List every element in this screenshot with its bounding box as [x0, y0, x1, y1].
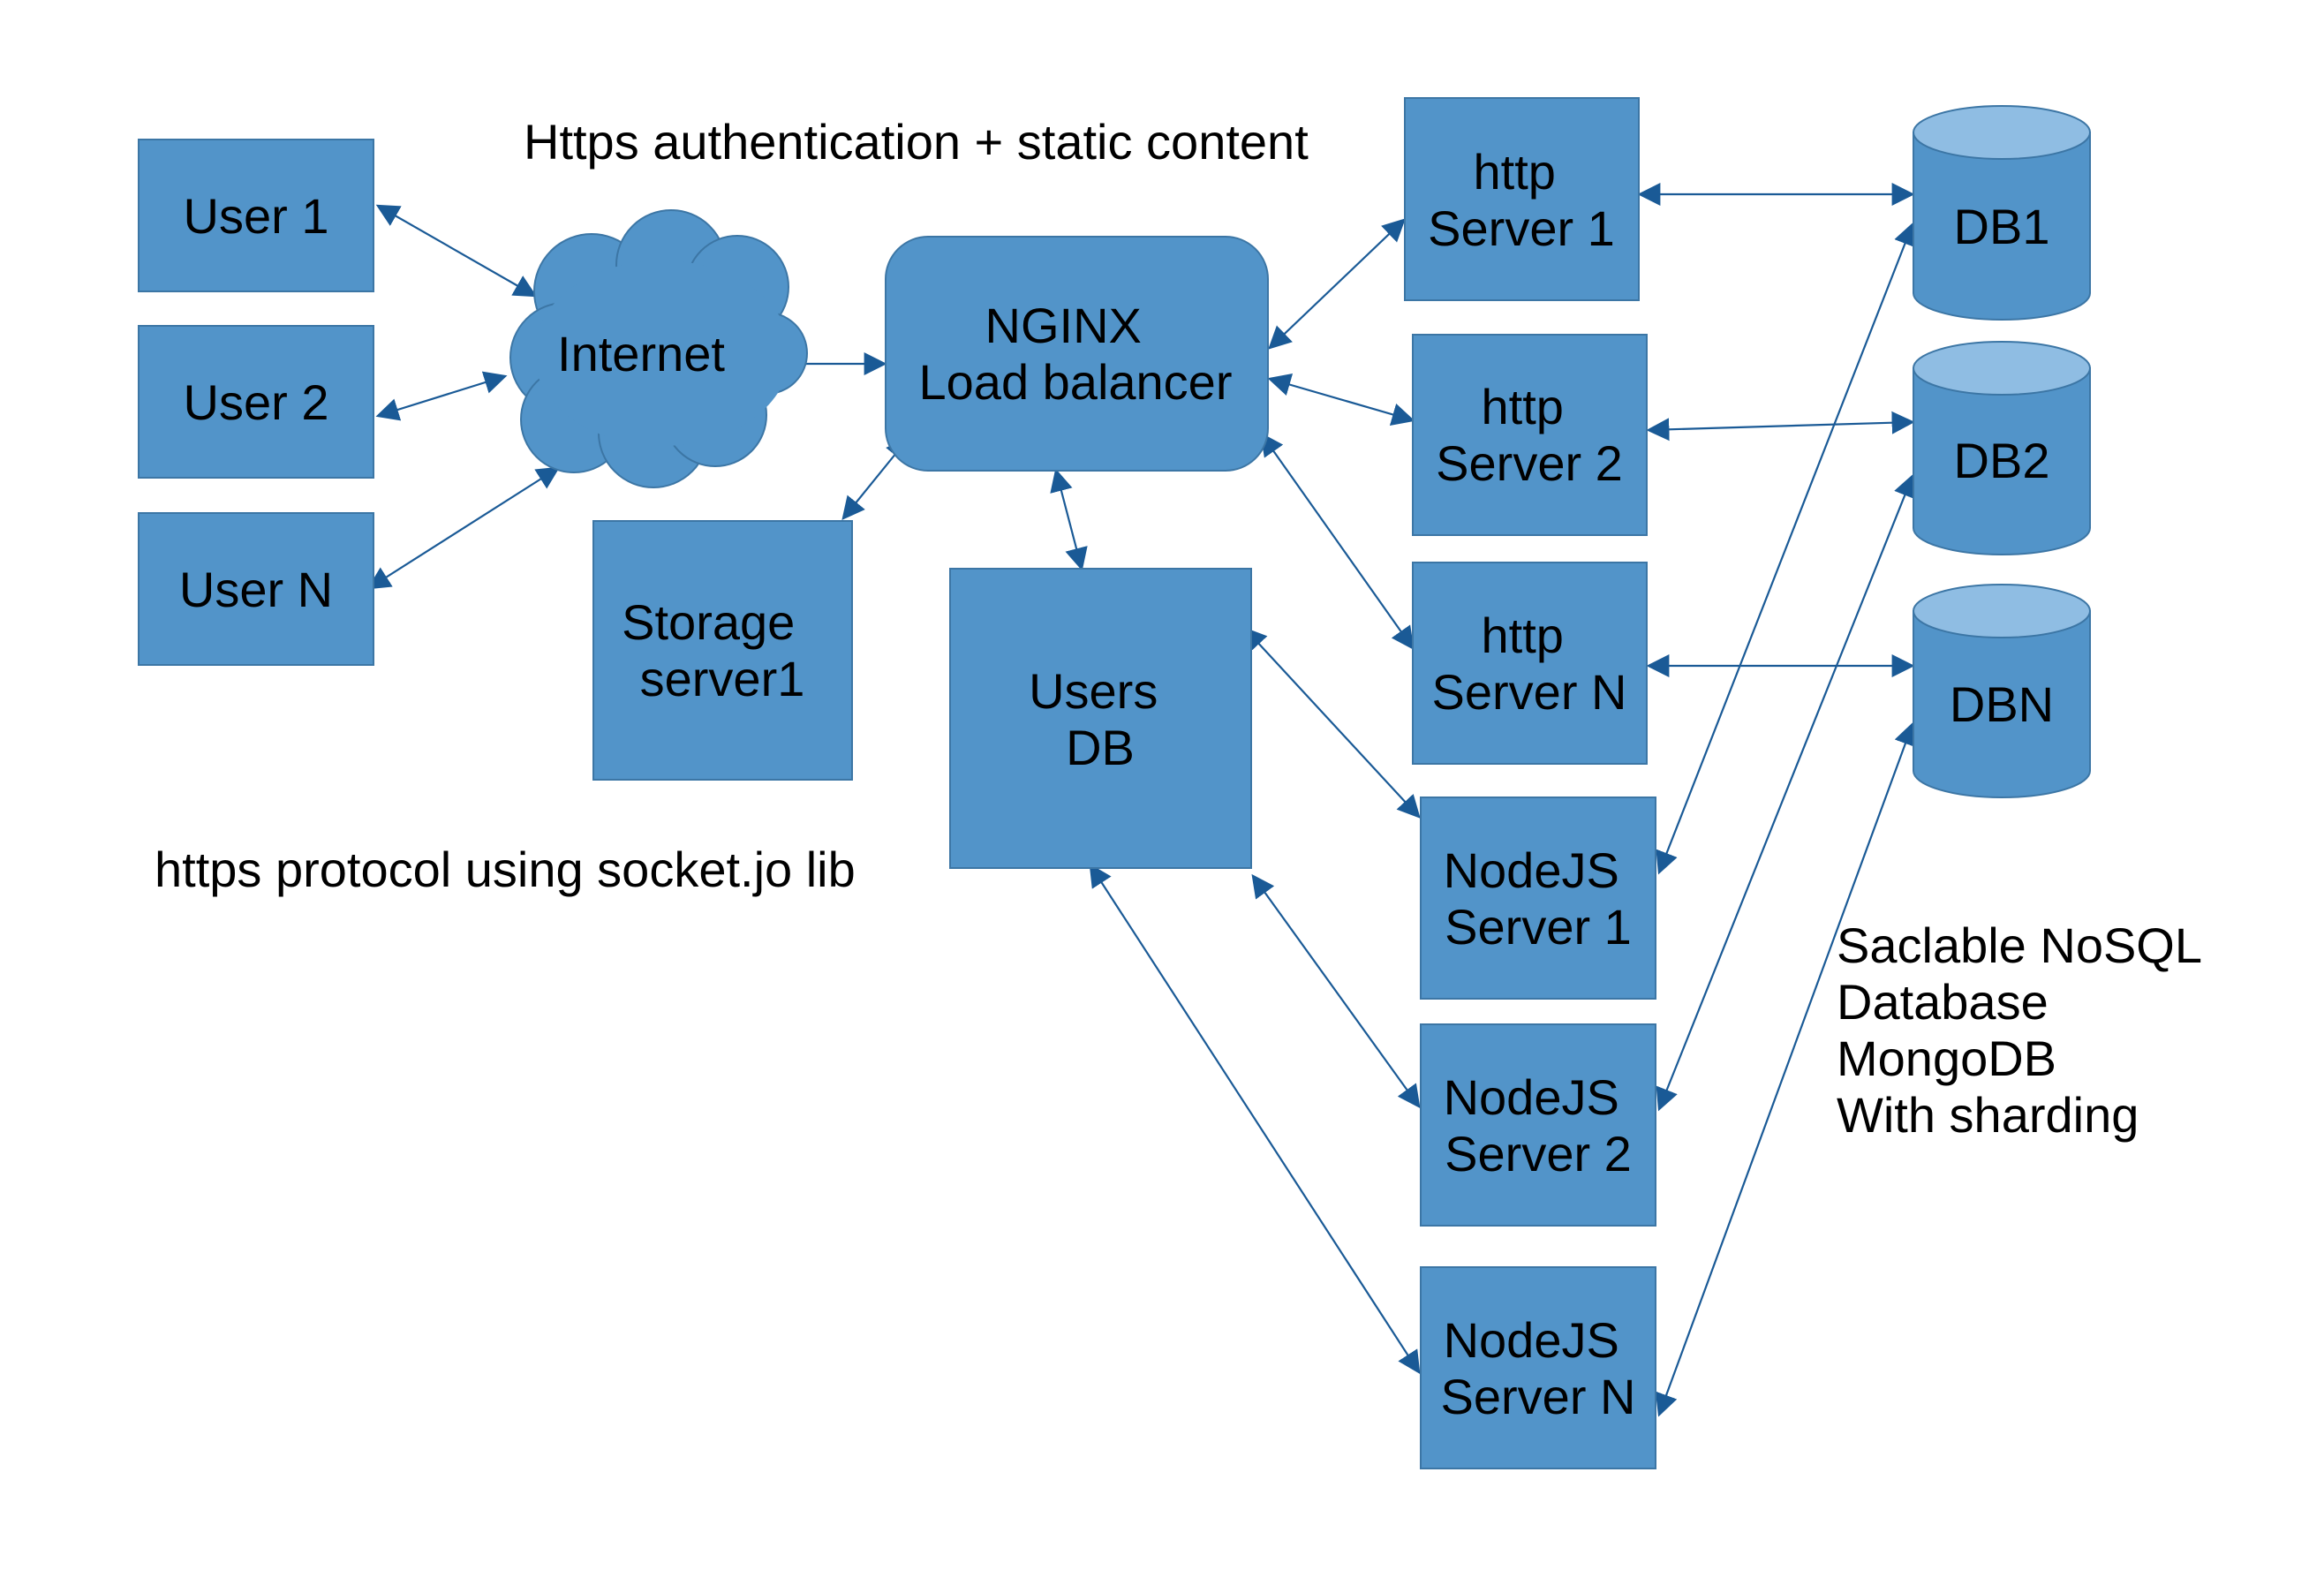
http-server-2-label: http Server 2 [1436, 379, 1623, 491]
user-n-label: User N [179, 562, 333, 617]
nodejs-server-n: NodeJS Server N [1420, 1266, 1656, 1469]
connector-http2-db2 [1646, 411, 1915, 442]
http-server-2: http Server 2 [1412, 334, 1648, 536]
nodejs-server-1: NodeJS Server 1 [1420, 796, 1656, 1000]
nosql-caption: Saclable NoSQL Database MongoDB With sha… [1837, 917, 2215, 1143]
users-db: Users DB [949, 568, 1252, 869]
connector-nginx-http2 [1267, 374, 1415, 426]
db1-label: DB1 [1954, 199, 2050, 254]
connector-user2-internet [375, 371, 508, 421]
http-server-1-label: http Server 1 [1428, 144, 1615, 256]
user-box-2: User 2 [138, 325, 374, 479]
user-box-n: User N [138, 512, 374, 666]
http-server-n-label: http Server N [1432, 608, 1627, 720]
connector-node1-db1 [1656, 222, 1916, 875]
connector-nginx-usersdb [1050, 468, 1088, 571]
dbn-label: DBN [1950, 676, 2054, 732]
user-2-label: User 2 [184, 374, 329, 430]
db2-cylinder: DB2 [1913, 341, 2091, 555]
nodejs-server-1-label: NodeJS Server 1 [1444, 842, 1634, 955]
users-db-label: Users DB [1029, 663, 1172, 775]
db1-cylinder: DB1 [1913, 105, 2091, 321]
connector-usersdb-node1 [1243, 627, 1421, 819]
connector-user1-internet [375, 204, 538, 298]
nodejs-server-2-label: NodeJS Server 2 [1444, 1069, 1634, 1182]
user-box-1: User 1 [138, 139, 374, 292]
https-auth-caption: Https authentication + static content [524, 114, 1309, 170]
internet-label: Internet [557, 326, 725, 381]
storage-server: Storage server1 [592, 520, 853, 781]
db2-label: DB2 [1954, 433, 2050, 488]
nodejs-server-2: NodeJS Server 2 [1420, 1023, 1656, 1227]
storage-label: Storage server1 [622, 594, 809, 706]
user-1-label: User 1 [184, 188, 329, 244]
connector-nginx-httpN [1260, 432, 1415, 651]
https-protocol-caption: https protocol using socket.jo lib [155, 842, 856, 897]
dbn-cylinder: DBN [1913, 584, 2091, 798]
connectors [366, 183, 1917, 1417]
http-server-1: http Server 1 [1404, 97, 1640, 301]
connector-nginx-http1 [1268, 218, 1406, 350]
connector-usersdb-node2 [1251, 873, 1421, 1109]
nginx-label: NGINX Load balancer [919, 298, 1233, 410]
connector-nodeN-dbN [1655, 721, 1917, 1417]
nginx-load-balancer: NGINX Load balancer [885, 236, 1269, 472]
internet-cloud: Internet [509, 209, 808, 488]
nodejs-server-n-label: NodeJS Server N [1441, 1312, 1636, 1424]
connector-usersdb-nodeN [1089, 863, 1421, 1375]
connector-userN-internet [366, 466, 561, 590]
http-server-n: http Server N [1412, 562, 1648, 765]
